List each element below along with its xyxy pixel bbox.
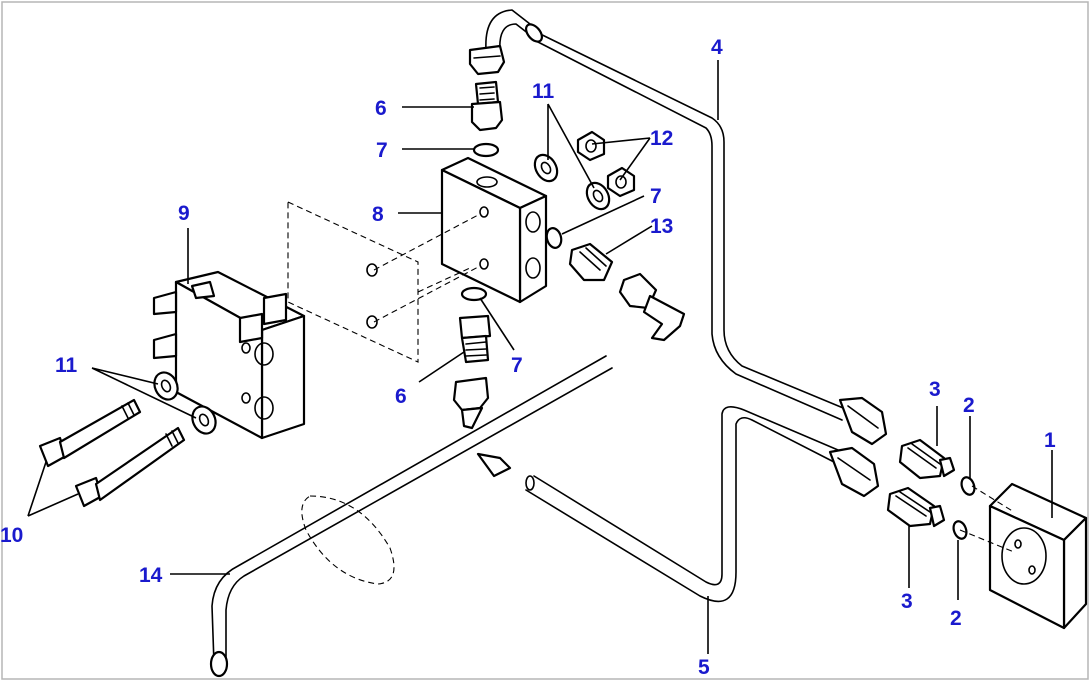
callout-7-upper: 7 (376, 139, 388, 162)
o-ring-7-bottom (460, 286, 488, 302)
adapter-13 (568, 242, 686, 342)
callout-3-lower: 3 (901, 590, 913, 613)
callout-8: 8 (372, 203, 384, 226)
callout-12: 12 (650, 127, 673, 150)
callout-3-upper: 3 (929, 378, 941, 401)
bolts-10 (38, 398, 186, 508)
callout-6-lower: 6 (395, 385, 407, 408)
callout-1: 1 (1044, 429, 1056, 452)
callout-6-upper: 6 (375, 97, 387, 120)
callout-7-right: 7 (650, 185, 662, 208)
tube-4 (468, 9, 849, 421)
callout-4: 4 (711, 36, 723, 59)
gasket-hole-upper (366, 263, 378, 277)
pressure-switch-3-lower (886, 486, 946, 528)
valve-block-8 (440, 156, 548, 304)
rod-14 (209, 355, 613, 678)
o-ring-2-upper (960, 476, 976, 496)
callout-11-upper: 11 (532, 80, 555, 103)
callout-5: 5 (698, 656, 710, 679)
fitting-6-upper (470, 80, 504, 132)
callout-2-upper: 2 (963, 394, 975, 417)
washers-11-upper (533, 153, 611, 211)
callout-13: 13 (650, 215, 673, 238)
gasket-hole-lower (366, 315, 378, 329)
plate-centerlines (959, 485, 1015, 553)
callout-10: 10 (0, 524, 23, 547)
fitting-6-lower (452, 314, 492, 430)
callout-7-lower: 7 (511, 354, 523, 377)
callout-labels: 1 2 2 3 3 4 5 6 6 7 7 7 8 9 10 11 11 12 … (0, 36, 1056, 679)
washers-11-left (153, 371, 217, 435)
callout-2-lower: 2 (950, 607, 962, 630)
leader-lines (27, 60, 1053, 654)
mounting-plate-1 (988, 482, 1088, 630)
o-ring-7-right (545, 227, 563, 249)
tube-5 (525, 406, 839, 603)
valve-body-9 (152, 270, 306, 440)
callout-11-left: 11 (55, 354, 78, 377)
o-ring-7-top (472, 142, 500, 158)
pressure-switch-3-upper (898, 438, 956, 480)
nuts-12 (576, 130, 636, 198)
gasket-plate (287, 201, 419, 363)
tube-fitting-upper (838, 396, 888, 446)
callout-9: 9 (178, 202, 190, 225)
callout-14: 14 (139, 564, 163, 587)
tube-fitting-lower (828, 446, 880, 498)
